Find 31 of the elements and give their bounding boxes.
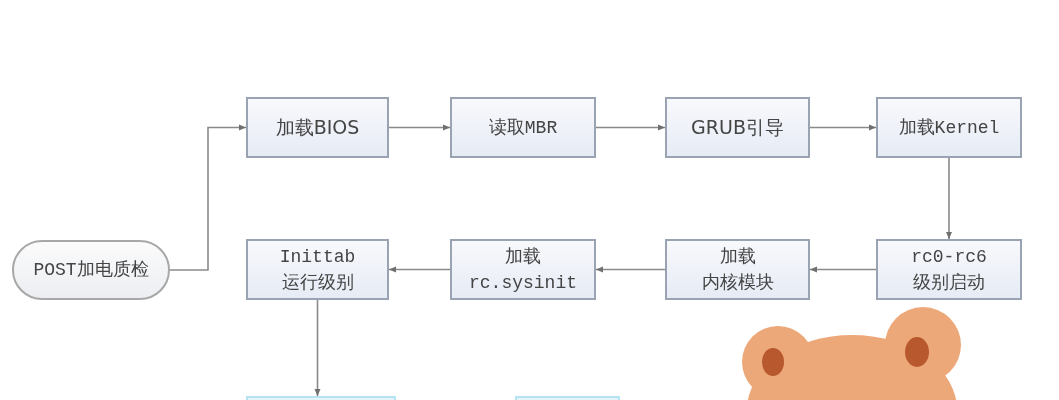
step-label: 读取MBR [488,116,558,140]
step-label: 运行级别 [281,271,354,295]
arrow [169,124,247,271]
step-label: rc.sysinit [469,271,577,295]
process-box [876,239,1022,300]
arrow [595,266,666,273]
process-box [876,97,1022,158]
process-box [450,97,596,158]
step-label: POST加电质检 [33,259,149,282]
arrow [314,299,321,397]
step-label: 加载Kernel [898,116,1000,140]
process-box [246,97,389,158]
process-box [246,239,389,300]
step-label: GRUB引导 [691,115,784,140]
arrow [809,124,877,131]
step-label: 内核模块 [701,271,774,295]
step-label: 加载 [719,245,756,269]
arrow [595,124,666,131]
arrow [388,124,451,131]
step-label: 加载BIOS [275,115,360,140]
step-label: Inittab [279,245,356,269]
arrow [809,266,877,273]
step-label: rc0-rc6 [911,245,987,269]
start-terminal [12,240,170,300]
arrow [946,157,952,240]
step-label: 加载 [505,245,541,269]
arrow [388,266,451,273]
process-box [665,239,810,300]
process-box [450,239,596,300]
step-label: 级别启动 [913,271,985,295]
process-box [665,97,810,158]
